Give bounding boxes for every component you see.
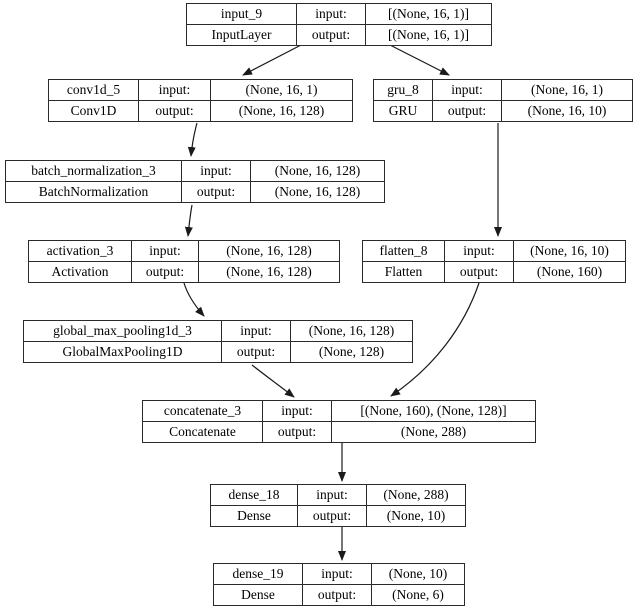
output-shape: (None, 288) [331, 421, 536, 443]
output-shape: (None, 16, 128) [250, 181, 385, 203]
layer-type: Activation [28, 261, 132, 283]
io-output-label: output: [296, 24, 366, 46]
output-shape: (None, 6) [371, 584, 465, 606]
edge-activation_3-global_max_pooling1d_3 [183, 282, 205, 317]
layer-type: InputLayer [186, 24, 297, 46]
layer-name: conv1d_5 [48, 79, 139, 101]
input-shape: (None, 288) [366, 484, 466, 506]
layer-type: Flatten [362, 261, 445, 283]
node-dense_18: dense_18 input: (None, 288) Dense output… [210, 484, 466, 527]
input-shape: [(None, 16, 1)] [365, 3, 492, 25]
layer-type: Dense [213, 584, 303, 606]
layer-type: Conv1D [48, 100, 139, 122]
io-output-label: output: [131, 261, 199, 283]
layer-type: GRU [373, 100, 433, 122]
io-output-label: output: [432, 100, 502, 122]
output-shape: (None, 128) [290, 341, 413, 363]
layer-type: GlobalMaxPooling1D [23, 341, 222, 363]
edge-global_max_pooling1d_3-concatenate_3 [251, 364, 295, 398]
io-input-label: input: [181, 160, 251, 182]
node-gru_8: gru_8 input: (None, 16, 1) GRU output: (… [373, 79, 633, 122]
output-shape: (None, 16, 128) [198, 261, 340, 283]
layer-name: dense_19 [213, 563, 303, 585]
node-activation_3: activation_3 input: (None, 16, 128) Acti… [28, 240, 340, 283]
input-shape: (None, 16, 10) [513, 240, 626, 262]
node-conv1d_5: conv1d_5 input: (None, 16, 1) Conv1D out… [48, 79, 353, 122]
io-input-label: input: [221, 320, 291, 342]
layer-name: global_max_pooling1d_3 [23, 320, 222, 342]
layer-type: Concatenate [142, 421, 263, 443]
output-shape: (None, 10) [366, 505, 466, 527]
io-input-label: input: [138, 79, 211, 101]
edge-conv1d_5-batch_normalization_3 [187, 122, 198, 157]
node-global_max_pooling1d_3: global_max_pooling1d_3 input: (None, 16,… [23, 320, 413, 363]
io-input-label: input: [296, 3, 366, 25]
io-output-label: output: [181, 181, 251, 203]
node-concatenate_3: concatenate_3 input: [(None, 160), (None… [142, 400, 536, 443]
layer-type: BatchNormalization [5, 181, 182, 203]
io-output-label: output: [138, 100, 211, 122]
edge-input_9-conv1d_5 [242, 43, 304, 76]
layer-name: gru_8 [373, 79, 433, 101]
layer-name: activation_3 [28, 240, 132, 262]
output-shape: [(None, 16, 1)] [365, 24, 492, 46]
node-input_9: input_9 input: [(None, 16, 1)] InputLaye… [186, 3, 492, 46]
input-shape: (None, 16, 128) [290, 320, 413, 342]
layer-type: Dense [210, 505, 298, 527]
io-output-label: output: [221, 341, 291, 363]
io-input-label: input: [131, 240, 199, 262]
layer-name: input_9 [186, 3, 297, 25]
layer-name: dense_18 [210, 484, 298, 506]
io-output-label: output: [444, 261, 514, 283]
output-shape: (None, 16, 128) [210, 100, 353, 122]
input-shape: (None, 10) [371, 563, 465, 585]
layer-name: concatenate_3 [142, 400, 263, 422]
output-shape: (None, 160) [513, 261, 626, 283]
output-shape: (None, 16, 10) [501, 100, 633, 122]
io-input-label: input: [297, 484, 367, 506]
input-shape: [(None, 160), (None, 128)] [331, 400, 536, 422]
io-output-label: output: [262, 421, 332, 443]
io-input-label: input: [262, 400, 332, 422]
input-shape: (None, 16, 128) [250, 160, 385, 182]
io-input-label: input: [302, 563, 372, 585]
node-flatten_8: flatten_8 input: (None, 16, 10) Flatten … [362, 240, 626, 283]
input-shape: (None, 16, 1) [210, 79, 353, 101]
input-shape: (None, 16, 1) [501, 79, 633, 101]
node-batch_normalization_3: batch_normalization_3 input: (None, 16, … [5, 160, 385, 203]
io-output-label: output: [297, 505, 367, 527]
io-input-label: input: [444, 240, 514, 262]
layer-name: batch_normalization_3 [5, 160, 182, 182]
io-input-label: input: [432, 79, 502, 101]
io-output-label: output: [302, 584, 372, 606]
layer-name: flatten_8 [362, 240, 445, 262]
input-shape: (None, 16, 128) [198, 240, 340, 262]
edge-batch_normalization_3-activation_3 [184, 204, 193, 237]
node-dense_19: dense_19 input: (None, 10) Dense output:… [213, 563, 465, 606]
edge-input_9-gru_8 [387, 43, 450, 76]
